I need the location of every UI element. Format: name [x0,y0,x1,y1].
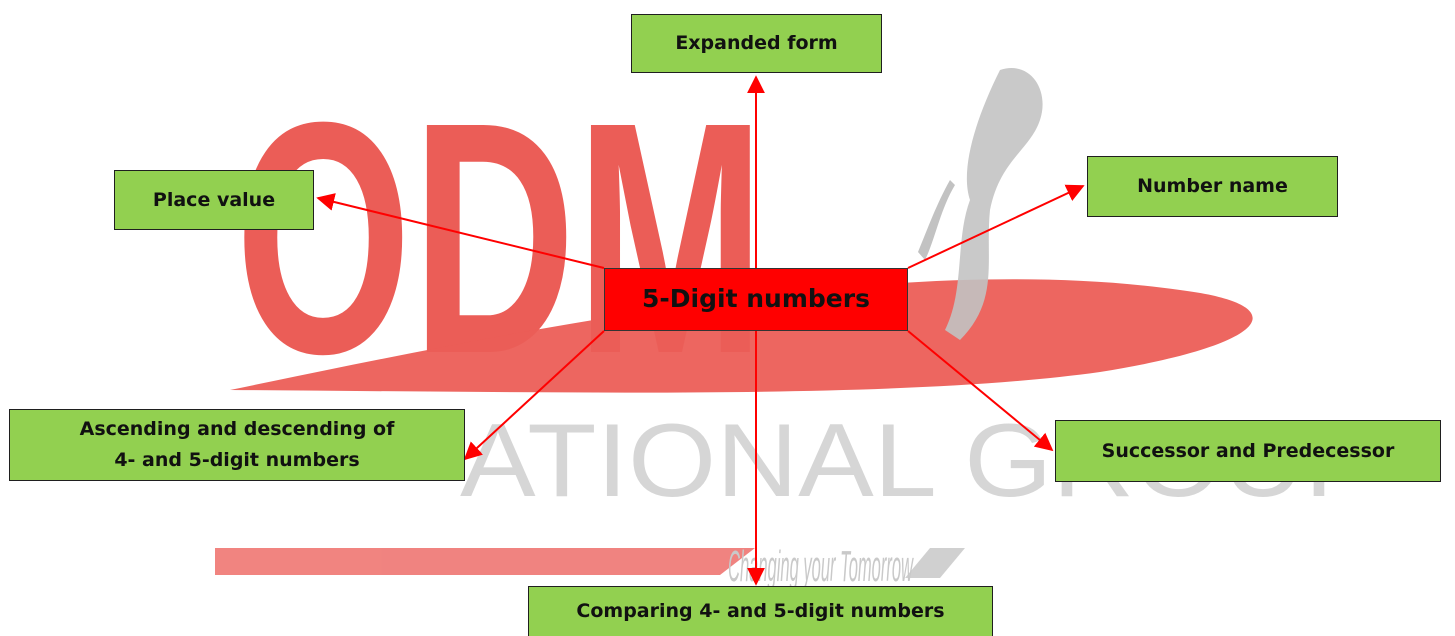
watermark-figure [945,68,1043,340]
arrow-to-ascending [463,330,605,461]
node-expanded-form: Expanded form [631,14,882,73]
node-ascending-line-1: Ascending and descending of [79,417,395,440]
arrow-to-number-name [907,184,1085,269]
node-comparing: Comparing 4- and 5-digit numbers [528,586,993,636]
node-successor-predecessor: Successor and Predecessor [1055,420,1441,482]
watermark-swoosh [230,279,1253,393]
node-place-value: Place value [114,170,314,230]
node-comparing-label: Comparing 4- and 5-digit numbers [576,600,945,623]
arrow-to-successor [907,330,1054,452]
watermark-grey-slant [905,548,965,578]
node-successor-predecessor-label: Successor and Predecessor [1101,439,1395,462]
watermark-figure-leg [918,180,955,260]
center-node-label: 5-Digit numbers [642,284,870,314]
node-ascending-line-2: 4- and 5-digit numbers [114,449,360,471]
arrow-to-place-value [316,193,605,269]
watermark-red-bar [215,548,755,575]
node-number-name-label: Number name [1137,175,1288,198]
node-ascending-descending: Ascending and descending of 4- and 5-dig… [9,409,465,481]
node-number-name: Number name [1087,156,1338,217]
node-place-value-label: Place value [152,188,276,211]
center-node: 5-Digit numbers [604,268,908,331]
node-expanded-form-label: Expanded form [675,32,838,55]
